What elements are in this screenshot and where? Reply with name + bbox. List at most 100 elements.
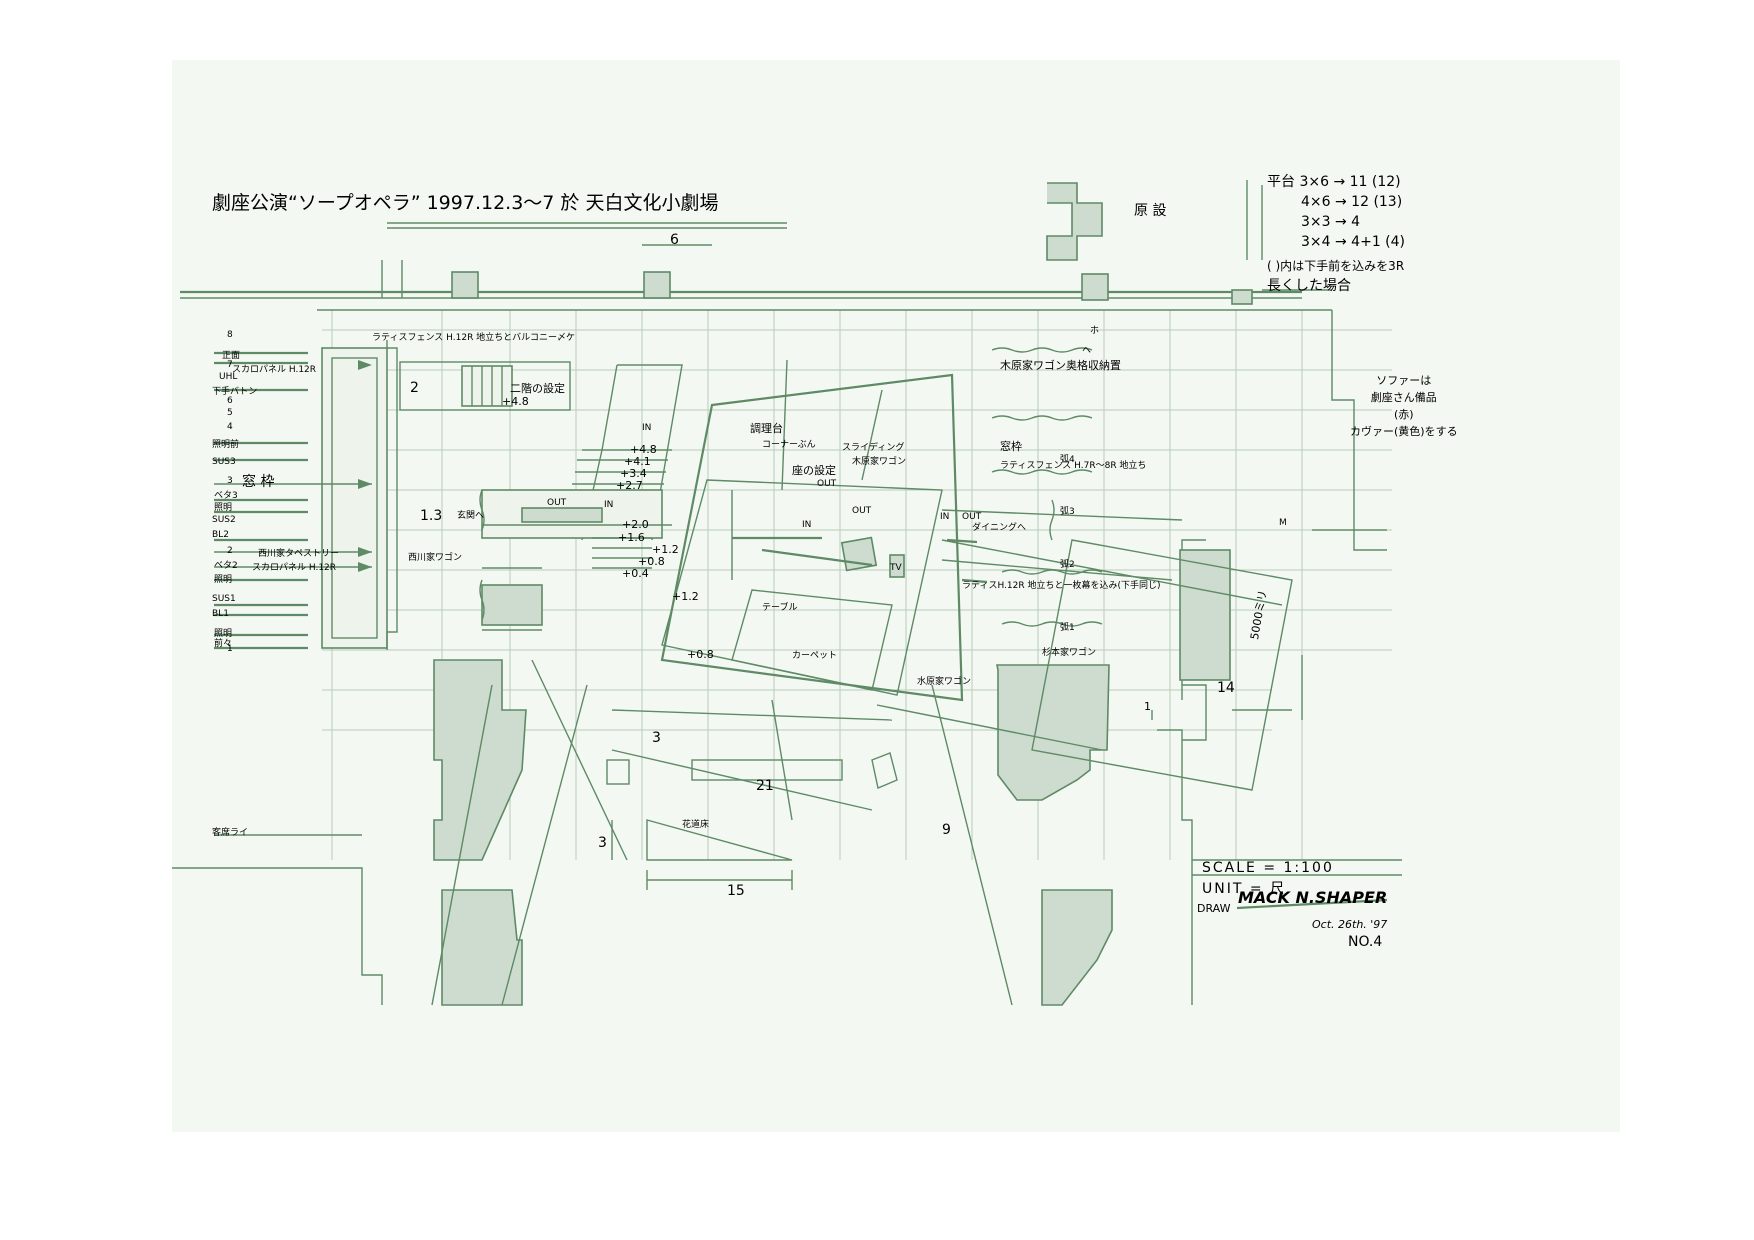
label-m: M [1279, 518, 1287, 528]
label-out-4: OUT [962, 512, 982, 522]
label-sliding: スライディング [842, 443, 905, 453]
top-right-label: 原 設 [1134, 203, 1167, 219]
platform-table: 平台 3×6 → 11 (12) 4×6 → 12 (13) 3×3 → 4 3… [1267, 172, 1405, 296]
platform-row: 4×6 → 12 (13) [1301, 194, 1403, 210]
drawn-label: DRAW [1197, 902, 1231, 915]
label-he: ヘ [1082, 346, 1092, 356]
sofa-note-line: (赤) [1394, 408, 1414, 421]
label-in-4: IN [642, 423, 652, 433]
fly-label: 前々 [214, 639, 233, 649]
level-label: +2.7 [616, 479, 643, 492]
sofa-note-line: ソファーは [1376, 374, 1432, 387]
label-wall-3: 弧3 [1060, 507, 1075, 517]
label-seat-setting: 座の設定 [792, 464, 836, 477]
label-kitchen-counter: 調理台 [750, 422, 783, 435]
label-window-frame: 窓枠 [1000, 440, 1022, 453]
label-carpet: カーペット [792, 651, 838, 661]
fly-label: 2 [227, 546, 233, 556]
dimension-label: 3 [652, 730, 661, 746]
level-label: +0.8 [638, 555, 665, 568]
platform-row: 3×3 → 4 [1301, 214, 1361, 230]
label-out-3: OUT [852, 506, 872, 516]
level-label: +2.0 [622, 518, 649, 531]
label-kitchen-counter-sub: コーナーぶん [762, 440, 816, 450]
label-wood-wagon-2: 木原家ワゴン [852, 457, 907, 467]
label-in-3: IN [940, 512, 950, 522]
fly-label: 8 [227, 330, 233, 340]
fly-label: SUS1 [212, 594, 236, 604]
fly-label: BL2 [212, 530, 229, 540]
platform-note: 長くした場合 [1267, 278, 1351, 294]
fly-label: 4 [227, 422, 233, 432]
label-in: IN [604, 500, 614, 510]
platform-row: 平台 3×6 → 11 (12) [1267, 174, 1401, 190]
label-out: OUT [547, 498, 567, 508]
label-wall-4: 弧4 [1060, 455, 1075, 465]
level-label: +4.8 [630, 443, 657, 456]
stage-plan [172, 180, 1402, 1006]
label-table: テーブル [762, 603, 798, 613]
signature: MACK N.SHAPER [1238, 888, 1388, 907]
dimension-label: 15 [727, 883, 745, 899]
unit-label: UNIT = 尺 [1202, 881, 1287, 897]
fly-label: 下手バトン [212, 387, 258, 397]
fly-label: 照明 [214, 503, 233, 513]
lower-left-label: 客席ライ [212, 828, 249, 838]
label-lattice-fence-low: ラティスH.12R 地立ちと一枚幕を込み(下手同じ) [962, 581, 1161, 591]
label-staircase-panel: スカロパネル H.12R [232, 365, 317, 375]
fly-label: 7 [227, 360, 233, 370]
label-dining: ダイニングへ [972, 523, 1027, 533]
dimension-label: 9 [942, 822, 951, 838]
label-genkan: 玄関へ [457, 511, 485, 521]
set-pieces [387, 180, 1303, 890]
fly-label: 照明 [214, 629, 233, 639]
sofa-note: ソファーは 劇座さん備品 (赤) カヴァー(黄色)をする [1350, 372, 1458, 440]
label-nishikawa-wagon: 西川家ワゴン [408, 553, 463, 563]
label-floor: 花道床 [682, 820, 710, 830]
title-block [1192, 859, 1402, 910]
label-sugimoto-wagon: 杉本家ワゴン [1042, 648, 1097, 658]
fly-label: BL1 [212, 609, 229, 619]
fly-label: 5 [227, 408, 233, 418]
dimension-label: 2 [410, 380, 419, 396]
fly-label: UHL [219, 372, 238, 382]
fly-label: SUS3 [212, 457, 236, 467]
sofa-note-line: 劇座さん備品 [1370, 391, 1437, 404]
dimension-label: 21 [756, 778, 774, 794]
label-ho: ホ [1090, 326, 1100, 336]
label-second-floor: 二階の設定 [510, 382, 565, 395]
platform-row: 3×4 → 4+1 (4) [1301, 234, 1406, 250]
level-label: +4.1 [624, 455, 651, 468]
fly-label: SUS2 [212, 515, 236, 525]
label-water-wagon: 水原家ワゴン [917, 677, 972, 687]
drawn-date: Oct. 26th. '97 [1312, 918, 1388, 931]
dimension-label: 14 [1217, 680, 1235, 696]
level-label: +3.4 [620, 467, 647, 480]
level-label: +4.8 [502, 395, 529, 408]
level-label: +0.8 [687, 648, 714, 661]
label-staircase-panel-2: スカロパネル H.12R [252, 563, 337, 573]
level-label: +1.2 [672, 590, 699, 603]
fly-label: 正面 [222, 351, 241, 361]
drawing-title: 劇座公演“ソープオペラ” 1997.12.3〜7 於 天白文化小劇場 [212, 192, 719, 214]
fly-label: 1 [227, 644, 233, 654]
label-nishikawa-tapestry: 西川家タペストリー [258, 549, 340, 559]
dimension-label: 6 [670, 232, 679, 248]
fly-bars [214, 351, 372, 650]
platform-note: ( )内は下手前を込みを3R [1267, 259, 1405, 273]
fly-label: 3 [227, 476, 233, 486]
fly-label: ベタ3 [214, 491, 238, 501]
sofa-note-line: カヴァー(黄色)をする [1350, 425, 1458, 438]
label-wall-2: 弧2 [1060, 560, 1075, 570]
label-lattice-fence-mid: ラティスフェンス H.7R〜8R 地立ち [1000, 461, 1147, 471]
label-in-2: IN [802, 520, 812, 530]
fly-label: 照明前 [212, 440, 240, 450]
fly-label: 6 [227, 396, 233, 406]
label-window-left: 窓 枠 [242, 474, 275, 490]
label-lattice-fence-top: ラティスフェンス H.12R 地立ちとバルコニー〆ケ [372, 333, 575, 343]
drawing-sheet: 劇座公演“ソープオペラ” 1997.12.3〜7 於 天白文化小劇場 原 設 平… [172, 60, 1620, 1132]
level-label: +1.6 [618, 531, 645, 544]
scale-label: SCALE = 1:100 [1202, 860, 1334, 876]
label-wall-1: 弧1 [1060, 623, 1075, 633]
level-label: +0.4 [622, 567, 649, 580]
